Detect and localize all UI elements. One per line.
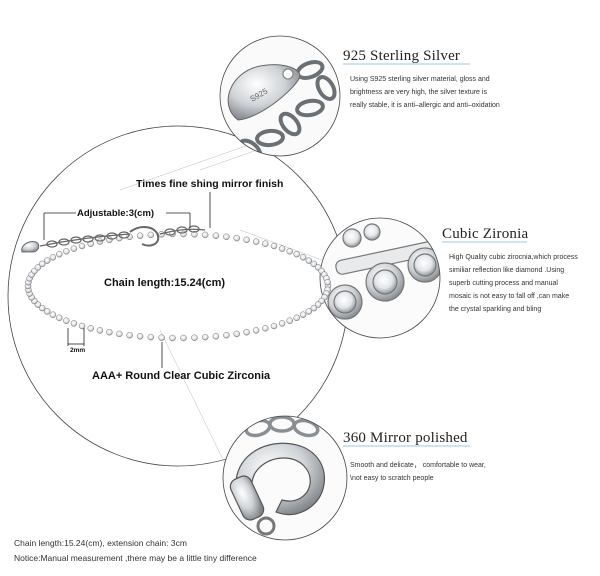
chain-bead <box>299 254 307 261</box>
chain-bead <box>252 327 260 334</box>
chain-bead <box>286 317 293 324</box>
main-circle <box>7 125 349 467</box>
chain-bead <box>233 234 240 242</box>
feature-desc-polished: Smooth and delicate， comfortable to wear… <box>350 459 486 485</box>
footer-chain-length: Chain length:15.24(cm), extension chain:… <box>14 538 187 548</box>
chain-bead <box>191 334 198 341</box>
chain-bead <box>56 314 63 322</box>
chain-bead <box>34 264 42 271</box>
extension-chain <box>39 225 206 248</box>
chain-bead <box>43 257 51 264</box>
chain-bead <box>147 231 155 239</box>
chain-bead <box>106 328 113 336</box>
width-dimension <box>67 328 85 346</box>
connector-line <box>239 229 323 261</box>
chain-bead <box>233 330 240 338</box>
desc-line: brightness are very high, the silver tex… <box>350 89 487 96</box>
chain-bead <box>305 308 313 315</box>
chain-bead <box>314 301 322 308</box>
chain-bead <box>136 333 144 340</box>
chain-bead <box>201 231 209 239</box>
feature-desc-sterling: Using S925 sterling silver material, glo… <box>350 73 500 112</box>
chain-bead <box>299 311 307 318</box>
chain-bead <box>49 254 57 261</box>
chain-bead <box>223 331 230 339</box>
chain-bead <box>191 231 198 238</box>
chain-length-label: Chain length:15.24(cm) <box>104 277 226 289</box>
chain-bead <box>70 320 78 327</box>
detail-circle-clasp <box>223 416 347 540</box>
chain-bead <box>63 317 70 324</box>
desc-line: Using S925 sterling silver material, glo… <box>350 76 490 83</box>
chain-bead <box>286 248 293 255</box>
footer-notice: Notice:Manual measurement ,there may be … <box>14 553 257 563</box>
desc-line: mosaic is not easy to fall off ,can make <box>449 293 570 300</box>
finish-label: Times fine shing mirror finish <box>136 178 284 190</box>
chain-bead <box>116 330 123 338</box>
chain-bead <box>212 232 220 239</box>
detail-circle-gems <box>320 218 440 338</box>
feature-title-zirconia: Cubic Zironia <box>442 226 529 242</box>
stone-label: AAA+ Round Clear Cubic Zirconia <box>92 370 271 382</box>
chain-bead <box>278 245 286 252</box>
feature-desc-zirconia: High Quality cubic zirocnia,which proces… <box>449 251 578 316</box>
chain-bead <box>270 322 278 330</box>
chain-bead <box>324 278 331 286</box>
chain-bead <box>56 250 63 258</box>
chain-bead <box>38 304 46 312</box>
chain-bead <box>293 250 300 258</box>
chain-bead <box>169 334 176 342</box>
chain-bead <box>78 242 86 250</box>
chain-bead <box>278 320 286 327</box>
chain-bead <box>270 242 278 250</box>
adjustable-dimension <box>43 212 191 240</box>
chain-bead <box>158 231 165 238</box>
feature-title-sterling: 925 Sterling Silver <box>343 48 461 64</box>
chain-bead <box>252 238 260 245</box>
chain-bead <box>158 334 165 341</box>
chain-bead <box>310 260 318 268</box>
desc-line: Smooth and delicate， comfortable to wear… <box>350 462 486 469</box>
chain-bead <box>212 333 220 340</box>
chain-bead <box>201 333 209 341</box>
end-tag <box>21 241 40 253</box>
chain-bead <box>136 232 144 239</box>
width-label: 2mm <box>70 347 86 354</box>
chain-bead <box>63 248 70 255</box>
desc-line: superb cutting process and manual <box>449 280 558 287</box>
desc-line: High Quality cubic zirocnia,which proces… <box>449 254 578 261</box>
chain-bead <box>243 328 250 336</box>
adjustable-label: Adjustable:3(cm) <box>77 208 155 219</box>
detail-circle-tag: S925 <box>220 36 340 156</box>
connector-line <box>159 329 229 471</box>
desc-line: similiar reflection like diamond .Using <box>449 267 565 274</box>
chain-bead <box>87 325 94 332</box>
desc-line: the crystal sparkling and bling <box>449 306 542 313</box>
desc-line: really stable, it is anti–allergic and a… <box>350 102 500 109</box>
feature-title-polished: 360 Mirror polished <box>343 430 468 446</box>
chain-bead <box>243 236 250 244</box>
chain-bead <box>223 233 230 241</box>
tennis-chain <box>24 230 332 342</box>
chain-bead <box>180 334 187 342</box>
desc-line: \not easy to scratch people <box>350 475 434 482</box>
chain-bead <box>310 304 318 312</box>
chain-bead <box>262 240 269 247</box>
chain-bead <box>262 325 269 332</box>
chain-bead <box>305 257 313 264</box>
chain-bead <box>78 322 86 330</box>
chain-bead <box>38 260 46 268</box>
chain-bead <box>126 331 133 339</box>
chain-bead <box>293 314 300 322</box>
chain-bead <box>49 311 57 318</box>
chain-bead <box>147 333 155 341</box>
chain-bead <box>70 245 78 252</box>
chain-bead <box>96 327 104 334</box>
chain-bead <box>43 308 51 315</box>
